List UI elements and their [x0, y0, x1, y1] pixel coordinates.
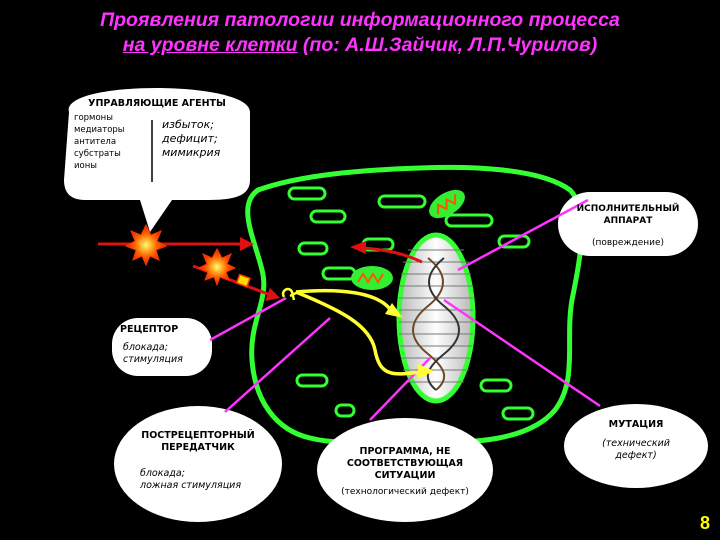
mitochondrion-upper	[429, 189, 465, 219]
receptor-heading: РЕЦЕПТОР	[120, 324, 179, 335]
nucleus	[396, 232, 476, 404]
executor-heading: ИСПОЛНИТЕЛЬНЫЙ АППАРАТ	[576, 204, 680, 226]
cell-membrane	[245, 164, 585, 445]
program-bubble	[317, 418, 493, 522]
agent-item: антитела	[74, 137, 117, 147]
transmitter-note: ложная стимуляция	[140, 480, 242, 491]
executor-bubble	[558, 192, 698, 256]
mutation-bubble	[564, 404, 708, 488]
signal-arrowhead-lower	[418, 364, 434, 379]
agent-item: медиаторы	[74, 125, 125, 135]
program-heading: ПРОГРАММА, НЕ СООТВЕТСТВУЮЩАЯ СИТУАЦИИ	[346, 446, 464, 481]
signal-arrowhead-upper	[385, 303, 403, 318]
agent-molecule-icon	[124, 223, 168, 267]
title-line-1: Проявления патологии информационного про…	[100, 9, 620, 31]
page-number: 8	[699, 513, 710, 533]
receptor-notes: блокада; стимуляция	[123, 342, 211, 366]
program-note: (технологический дефект)	[341, 487, 469, 497]
agents-list: гормоны медиаторы антитела субстраты ион…	[74, 112, 150, 172]
agent-arrows	[98, 237, 280, 301]
expression-arrowhead	[350, 241, 366, 254]
transmitter-notes: блокада; ложная стимуляция	[140, 468, 270, 492]
agent-disorder: избыток;	[162, 118, 214, 131]
executor-note: (повреждение)	[591, 238, 665, 248]
ligand-icon	[235, 273, 251, 288]
slide-title: Проявления патологии информационного про…	[0, 8, 720, 58]
agents-bubble	[64, 88, 250, 232]
agents-heading: УПРАВЛЯЮЩИЕ АГЕНТЫ	[88, 98, 226, 109]
agent-item: субстраты	[74, 149, 121, 159]
transmitter-heading: ПОСТРЕЦЕПТОРНЫЙ ПЕРЕДАТЧИК	[141, 430, 255, 453]
title-line-2-underlined: на уровне клетки	[122, 34, 298, 56]
title-line-2-rest: (по: А.Ш.Зайчик, Л.П.Чурилов)	[297, 34, 598, 56]
agent-item: ионы	[74, 161, 97, 171]
agent-disorders: избыток; дефицит; мимикрия	[162, 118, 248, 160]
agent-item: гормоны	[74, 113, 113, 123]
receptor-note: стимуляция	[123, 354, 183, 365]
mutation-note: (технический дефект)	[602, 438, 670, 461]
receptor-note: блокада;	[123, 342, 168, 353]
agent-disorder: дефицит;	[162, 132, 218, 145]
mitochondrion-lower	[351, 266, 393, 290]
signal-paths	[295, 288, 421, 376]
transmitter-bubble	[114, 406, 282, 522]
transmitter-note: блокада;	[140, 468, 185, 479]
receptor-bubble	[112, 318, 212, 376]
expression-arrow	[363, 246, 423, 264]
agent-disorder: мимикрия	[162, 146, 221, 159]
agent-molecule-bound-icon	[197, 247, 237, 287]
mutation-heading: МУТАЦИЯ	[608, 419, 664, 430]
title-line-2: на уровне клетки (по: А.Ш.Зайчик, Л.П.Чу…	[0, 33, 720, 58]
